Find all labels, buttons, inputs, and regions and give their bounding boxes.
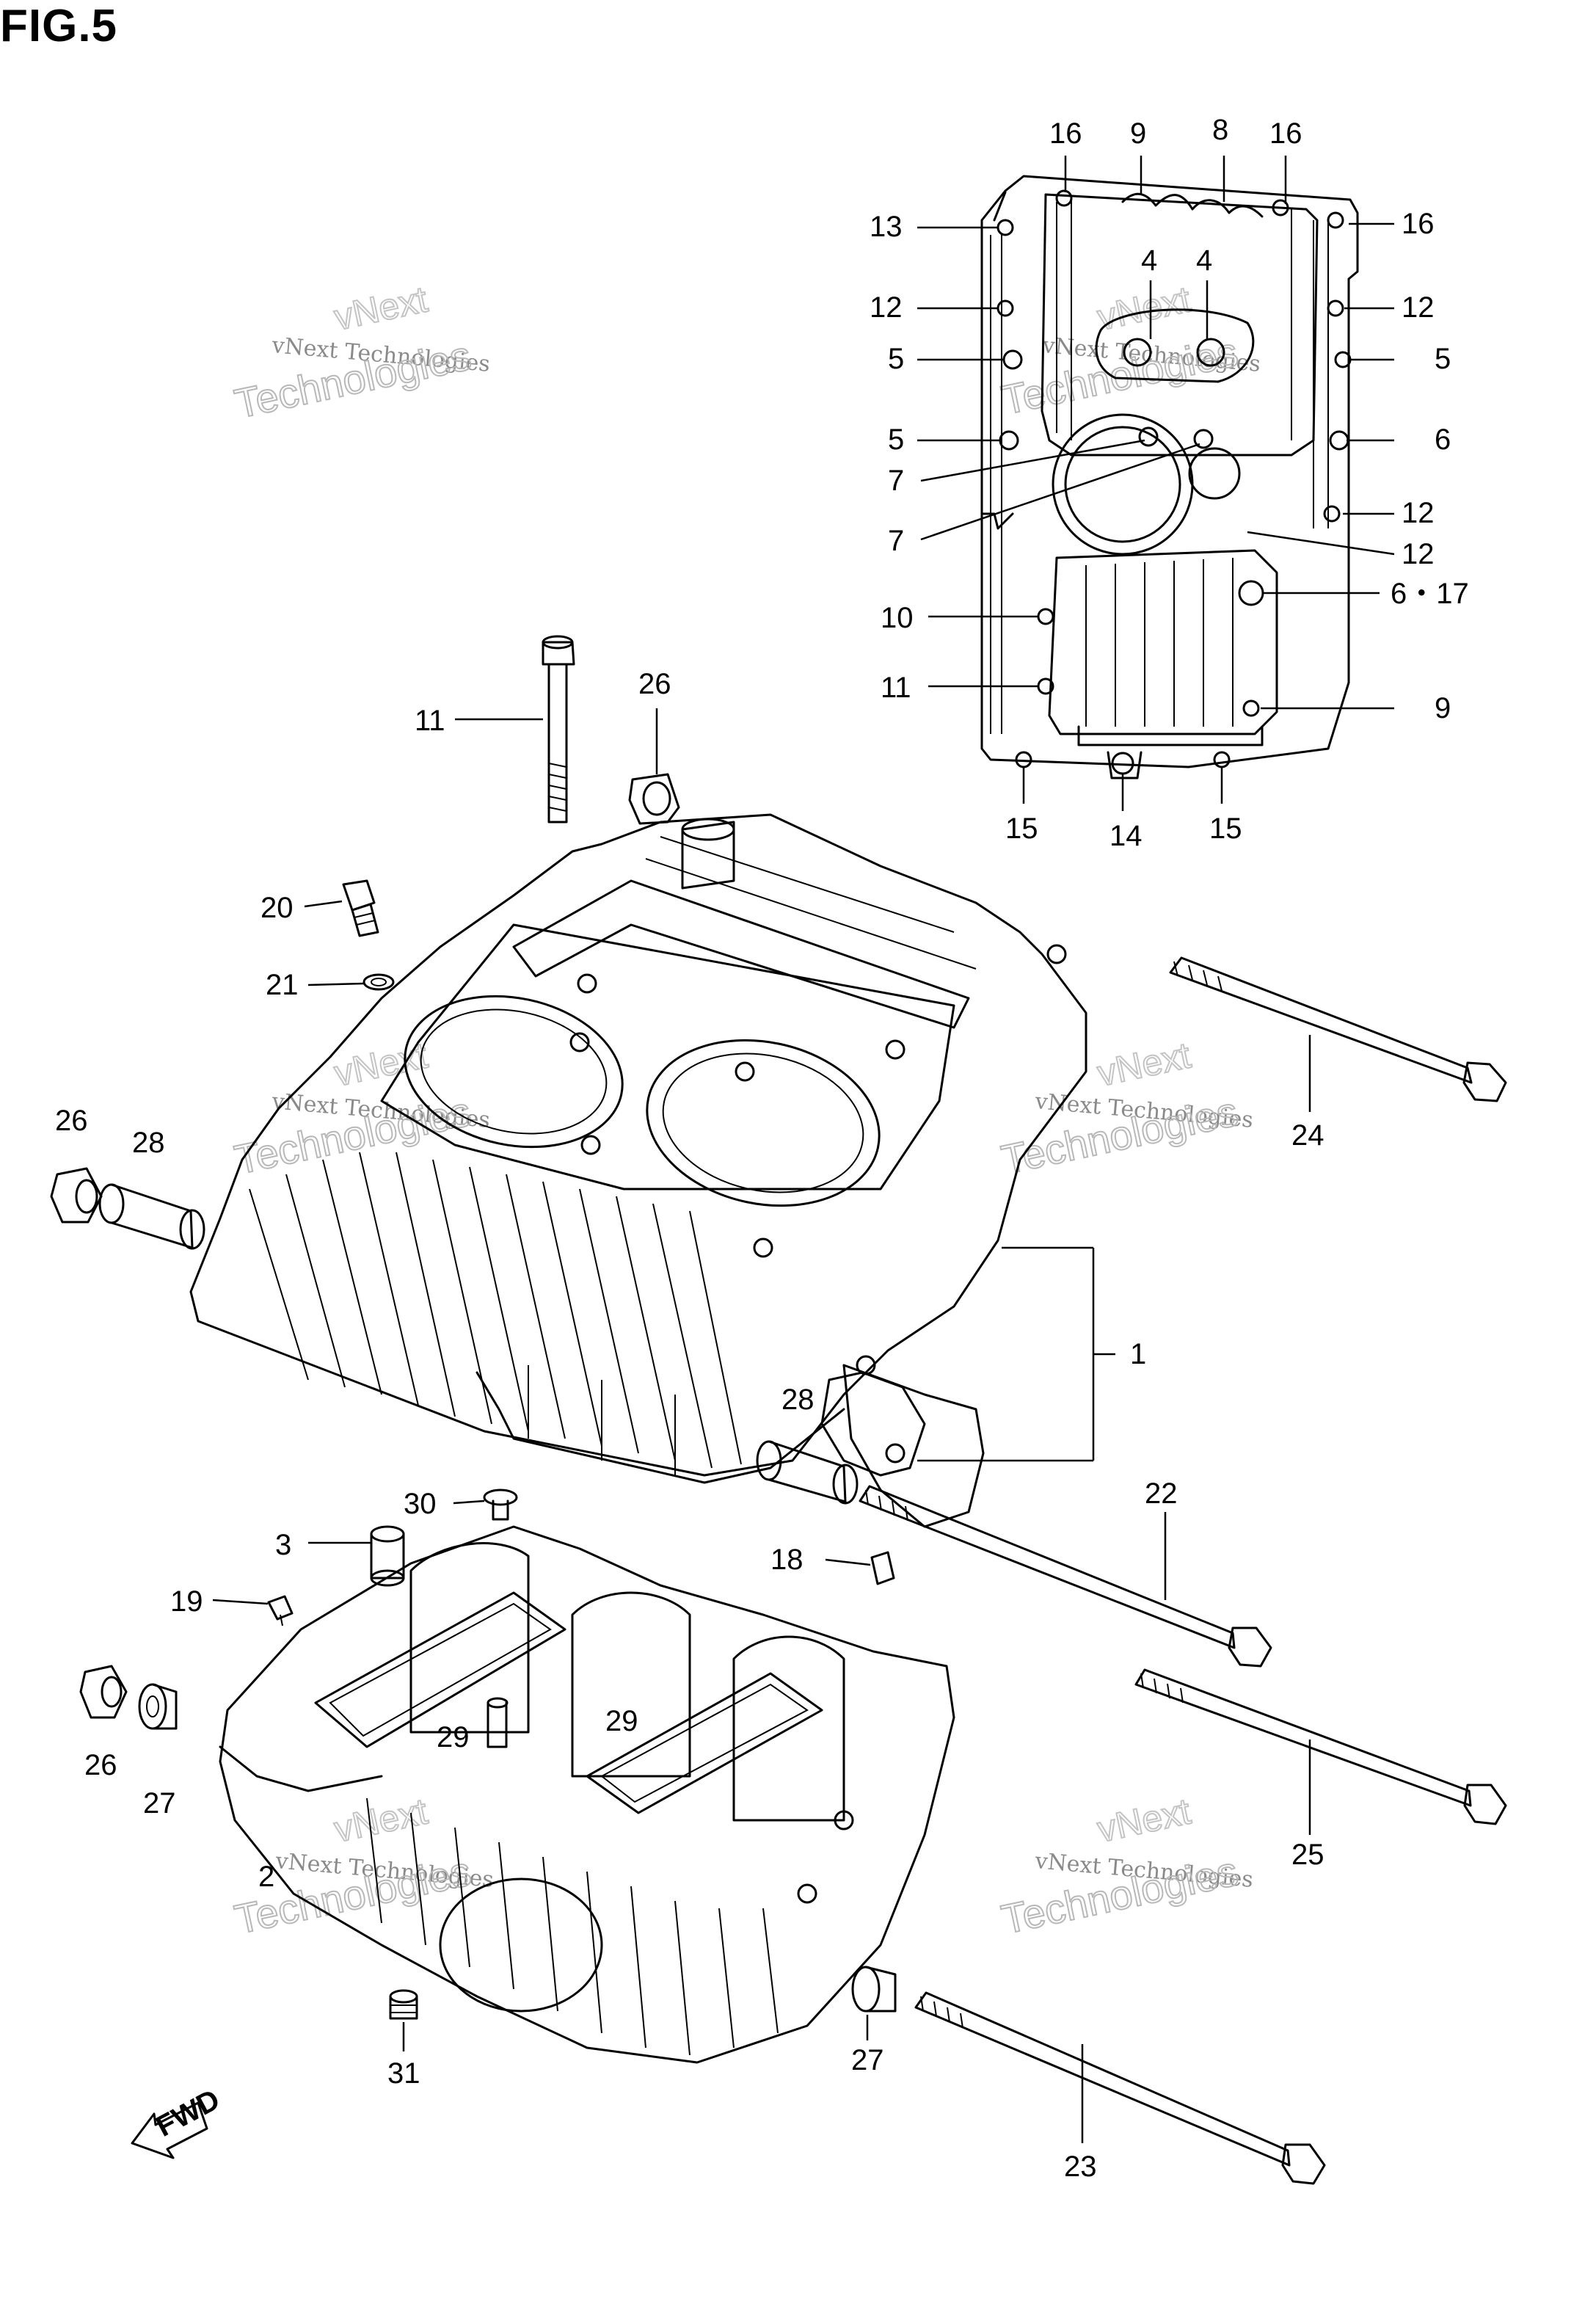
jet-18 — [870, 1551, 895, 1585]
watermark-text: vNext — [331, 1790, 431, 1850]
callout-label: 10 — [881, 602, 914, 634]
callout-label: 12 — [1402, 538, 1435, 570]
callout-label: 26 — [638, 668, 671, 700]
callout-label: 24 — [1291, 1119, 1324, 1152]
bolt-22 — [859, 1485, 1272, 1668]
callout-label: 9 — [1130, 117, 1146, 150]
callout-label: 14 — [1109, 820, 1143, 852]
callout-label: 16 — [1049, 117, 1082, 150]
callout-label: 31 — [387, 2057, 420, 2090]
callout-label: 23 — [1064, 2151, 1097, 2183]
callout-label: 18 — [770, 1544, 804, 1576]
callout-label: 30 — [404, 1488, 437, 1520]
callout-label: 6・17 — [1391, 578, 1469, 610]
callout-label: 22 — [1145, 1477, 1178, 1510]
callout-label: 20 — [260, 892, 294, 924]
bush-27-left — [138, 1683, 178, 1730]
callout-label: 6 — [1435, 423, 1451, 456]
nut-26-left — [50, 1167, 103, 1224]
callout-label: 8 — [1212, 114, 1228, 146]
lower-crankcase — [219, 1525, 955, 2064]
callout-label: 27 — [143, 1787, 176, 1820]
callout-label: 4 — [1141, 244, 1157, 277]
bush-27-right — [851, 1966, 897, 2013]
callout-label: 7 — [888, 525, 904, 557]
watermark-text: vNext — [1094, 278, 1195, 338]
callout-label: 19 — [170, 1585, 203, 1618]
callout-label: 15 — [1209, 813, 1242, 845]
callout-label: 12 — [870, 291, 903, 324]
callout-label: 13 — [870, 211, 903, 243]
watermark-text: vNext — [1094, 1790, 1195, 1850]
callout-label: 28 — [132, 1127, 165, 1159]
callout-label: 28 — [781, 1384, 815, 1416]
callout-label: 27 — [851, 2044, 884, 2076]
jet-19 — [267, 1595, 294, 1626]
callout-labels: 16 9 8 16 13 16 4 4 12 12 5 5 5 6 7 12 7… — [55, 114, 1469, 2183]
callout-label: 11 — [881, 672, 911, 704]
nut-26-lower — [79, 1665, 128, 1719]
dowel-28-center — [756, 1440, 859, 1505]
fwd-label: FWD — [151, 2083, 225, 2143]
callout-label: 2 — [258, 1861, 274, 1893]
sleeve-3 — [370, 1525, 405, 1587]
pressure-switch-20 — [342, 879, 379, 937]
fwd-arrow-icon: FWD — [131, 2083, 225, 2159]
callout-label: 7 — [888, 465, 904, 497]
watermark-text: vNext — [331, 278, 431, 338]
callout-label: 12 — [1402, 497, 1435, 529]
callout-label: 26 — [84, 1749, 117, 1781]
oil-pan-assembly — [980, 175, 1359, 779]
watermark-group: vNext vNext Technologies Technologies vN… — [230, 277, 1261, 1943]
callout-label: 29 — [605, 1705, 638, 1737]
callout-label: 9 — [1435, 692, 1451, 724]
washer-21 — [362, 973, 395, 991]
watermark-text: vNext — [331, 1034, 431, 1094]
callout-label: 11 — [415, 705, 445, 737]
nut-26-top — [628, 773, 680, 825]
bolt-24 — [1169, 956, 1507, 1102]
callout-label: 26 — [55, 1105, 88, 1137]
dowel-28-left — [98, 1183, 205, 1250]
figure-title: FIG.5 — [0, 1, 118, 51]
leader-lines — [212, 156, 1395, 2143]
bolt-30 — [483, 1488, 518, 1521]
callout-label: 3 — [275, 1529, 291, 1561]
plug-31 — [389, 1989, 418, 2020]
callout-label: 5 — [1435, 343, 1451, 375]
stud-bolt-11 — [542, 635, 575, 824]
callout-label: 25 — [1291, 1839, 1324, 1871]
callout-label: 5 — [888, 343, 904, 375]
callout-label: 4 — [1196, 244, 1212, 277]
callout-label: 15 — [1005, 813, 1038, 845]
callout-label: 29 — [437, 1721, 470, 1753]
watermark-text: vNext — [1094, 1034, 1195, 1094]
callout-label: 21 — [266, 969, 299, 1001]
callout-label: 1 — [1130, 1338, 1146, 1370]
callout-label: 16 — [1402, 208, 1435, 240]
callout-label: 12 — [1402, 291, 1435, 324]
upper-crankcase — [189, 813, 1087, 1528]
callout-label: 5 — [888, 423, 904, 456]
bolt-25 — [1134, 1668, 1507, 1825]
callout-label: 16 — [1269, 117, 1302, 150]
bolt-23 — [914, 1991, 1326, 2185]
